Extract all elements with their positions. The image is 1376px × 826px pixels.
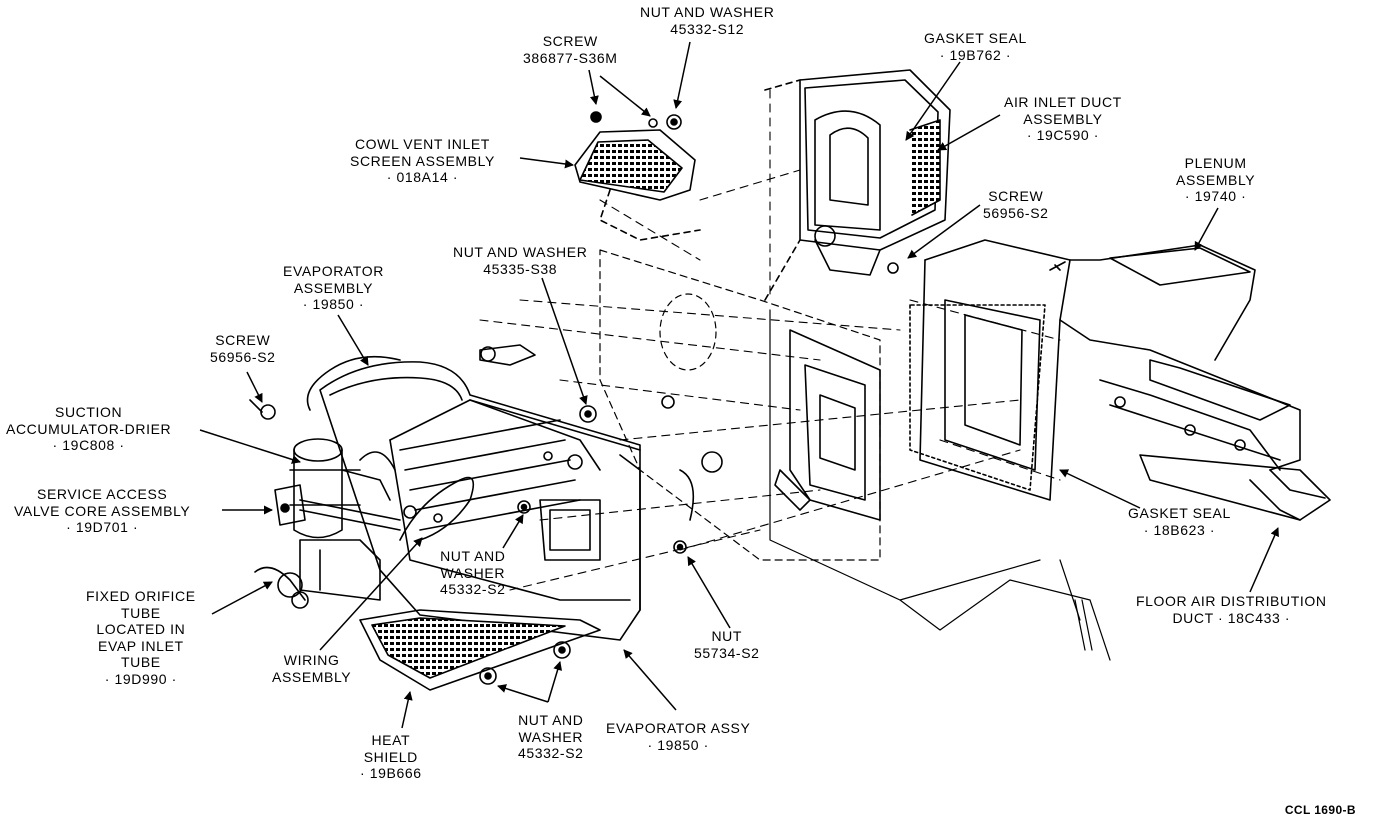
label-line: · 19C590 · bbox=[1026, 127, 1099, 143]
label-nut-washer-mid: NUT AND WASHER 45335-S38 bbox=[453, 244, 587, 277]
label-line: NUT AND WASHER bbox=[640, 4, 775, 20]
label-line: PLENUM bbox=[1184, 155, 1247, 171]
figure-code: CCL 1690-B bbox=[1284, 803, 1356, 817]
label-line: COWL VENT INLET bbox=[354, 136, 490, 152]
label-line: · 18B623 · bbox=[1143, 521, 1216, 538]
label-line: AIR INLET DUCT bbox=[1004, 94, 1122, 110]
label-fixed-orifice-tube: FIXED ORIFICE TUBE LOCATED IN EVAP INLET… bbox=[86, 588, 196, 687]
label-line: FLOOR AIR DISTRIBUTION bbox=[1136, 593, 1327, 609]
label-service-access-valve: SERVICE ACCESS VALVE CORE ASSEMBLY · 19D… bbox=[14, 486, 190, 536]
plenum-part bbox=[919, 239, 1301, 501]
firewall-panel bbox=[599, 249, 1111, 661]
label-line: SERVICE ACCESS bbox=[37, 486, 168, 502]
leader-lines bbox=[199, 41, 1279, 729]
label-air-inlet-duct: AIR INLET DUCT ASSEMBLY · 19C590 · bbox=[1004, 94, 1122, 144]
label-line: TUBE bbox=[120, 654, 161, 670]
label-floor-air-duct: FLOOR AIR DISTRIBUTION DUCT · 18C433 · bbox=[1136, 593, 1327, 626]
label-line: ACCUMULATOR-DRIER bbox=[6, 420, 172, 437]
label-line: WIRING bbox=[283, 652, 340, 668]
label-line: NUT AND bbox=[518, 712, 584, 728]
label-line: ASSEMBLY bbox=[1176, 171, 1256, 188]
label-line: · 19C808 · bbox=[52, 437, 125, 453]
air-inlet-duct-part bbox=[764, 69, 951, 301]
label-wiring-assembly: WIRING ASSEMBLY bbox=[272, 652, 351, 685]
label-line: SUCTION bbox=[55, 404, 123, 420]
case-housing bbox=[679, 329, 881, 521]
label-evaporator-assy: EVAPORATOR ASSY · 19850 · bbox=[606, 720, 750, 753]
label-nut-washer-bottom: NUT AND WASHER 45332-S2 bbox=[518, 712, 584, 762]
label-line: · 19740 · bbox=[1184, 188, 1247, 204]
label-line: 56956-S2 bbox=[983, 204, 1049, 221]
cowl-vent-screen-part bbox=[574, 129, 701, 241]
label-line: VALVE CORE ASSEMBLY bbox=[14, 502, 191, 519]
label-line: · 19D990 · bbox=[104, 670, 177, 687]
service-valve-part bbox=[274, 484, 401, 601]
label-line: 386877-S36M bbox=[523, 49, 618, 66]
label-line: WASHER bbox=[440, 564, 506, 581]
label-line: WASHER bbox=[518, 728, 584, 745]
label-line: LOCATED IN bbox=[96, 621, 186, 637]
label-line: SHIELD bbox=[363, 748, 418, 765]
label-heat-shield: HEAT SHIELD · 19B666 bbox=[360, 732, 422, 782]
label-line: 45332-S2 bbox=[518, 745, 584, 761]
label-line: 45332-S12 bbox=[670, 20, 745, 37]
label-screw-mid: SCREW 56956-S2 bbox=[983, 188, 1049, 221]
label-line: · 19B762 · bbox=[939, 46, 1012, 63]
label-line: 56956-S2 bbox=[210, 348, 276, 365]
label-line: SCREW bbox=[215, 332, 271, 348]
loose-fasteners bbox=[249, 262, 899, 685]
label-line: NUT AND WASHER bbox=[453, 244, 588, 260]
label-screw-left: SCREW 56956-S2 bbox=[210, 332, 276, 365]
gasket-seal-part bbox=[909, 304, 1046, 491]
alignment-lines bbox=[479, 89, 1061, 591]
label-line: EVAPORATOR bbox=[283, 263, 384, 279]
label-line: HEAT bbox=[371, 732, 411, 748]
label-line: FIXED ORIFICE bbox=[86, 588, 196, 604]
label-line: 45332-S2 bbox=[440, 581, 506, 597]
label-line: · 19850 · bbox=[647, 736, 709, 753]
label-line: ASSEMBLY bbox=[293, 279, 374, 296]
label-gasket-seal-right: GASKET SEAL · 18B623 · bbox=[1128, 505, 1231, 538]
evaporator-body bbox=[306, 355, 641, 641]
label-line: EVAP INLET bbox=[98, 637, 184, 654]
label-gasket-seal-top: GASKET SEAL · 19B762 · bbox=[924, 30, 1027, 63]
label-line: SCREW bbox=[542, 33, 598, 49]
heat-shield-part bbox=[359, 609, 601, 691]
label-line: GASKET SEAL bbox=[924, 30, 1027, 46]
label-line: GASKET SEAL bbox=[1128, 505, 1231, 521]
label-screw-top: SCREW 386877-S36M bbox=[523, 33, 618, 66]
label-line: NUT bbox=[711, 628, 743, 644]
label-line: SCREEN ASSEMBLY bbox=[350, 152, 495, 169]
label-line: · 19850 · bbox=[302, 296, 365, 312]
orifice-tube-part bbox=[254, 566, 309, 609]
label-line: 55734-S2 bbox=[694, 644, 760, 661]
label-line: NUT AND bbox=[440, 548, 506, 564]
label-cowl-vent-screen: COWL VENT INLET SCREEN ASSEMBLY · 018A14… bbox=[350, 136, 495, 186]
wiring-harness-part bbox=[399, 476, 475, 541]
label-line: TUBE bbox=[120, 604, 161, 621]
label-line: DUCT · 18C433 · bbox=[1172, 609, 1291, 626]
label-evaporator-assembly: EVAPORATOR ASSEMBLY · 19850 · bbox=[283, 263, 384, 313]
top-fasteners bbox=[590, 111, 682, 130]
label-line: · 018A14 · bbox=[386, 169, 459, 185]
label-suction-accumulator: SUCTION ACCUMULATOR-DRIER · 19C808 · bbox=[6, 404, 171, 454]
label-plenum: PLENUM ASSEMBLY · 19740 · bbox=[1176, 155, 1255, 205]
label-line: ASSEMBLY bbox=[1023, 110, 1103, 127]
label-line: SCREW bbox=[988, 188, 1044, 204]
label-line: EVAPORATOR ASSY bbox=[606, 720, 751, 736]
label-line: · 19D701 · bbox=[66, 519, 139, 535]
label-nut-washer-center: NUT AND WASHER 45332-S2 bbox=[440, 548, 506, 598]
floor-duct-part bbox=[1139, 454, 1331, 521]
label-nut-washer-top: NUT AND WASHER 45332-S12 bbox=[640, 4, 774, 37]
label-line: ASSEMBLY bbox=[272, 668, 352, 685]
label-nut: NUT 55734-S2 bbox=[694, 628, 760, 661]
label-line: · 19B666 bbox=[360, 765, 422, 781]
accumulator-part bbox=[289, 438, 396, 539]
label-line: 45335-S38 bbox=[483, 260, 558, 277]
